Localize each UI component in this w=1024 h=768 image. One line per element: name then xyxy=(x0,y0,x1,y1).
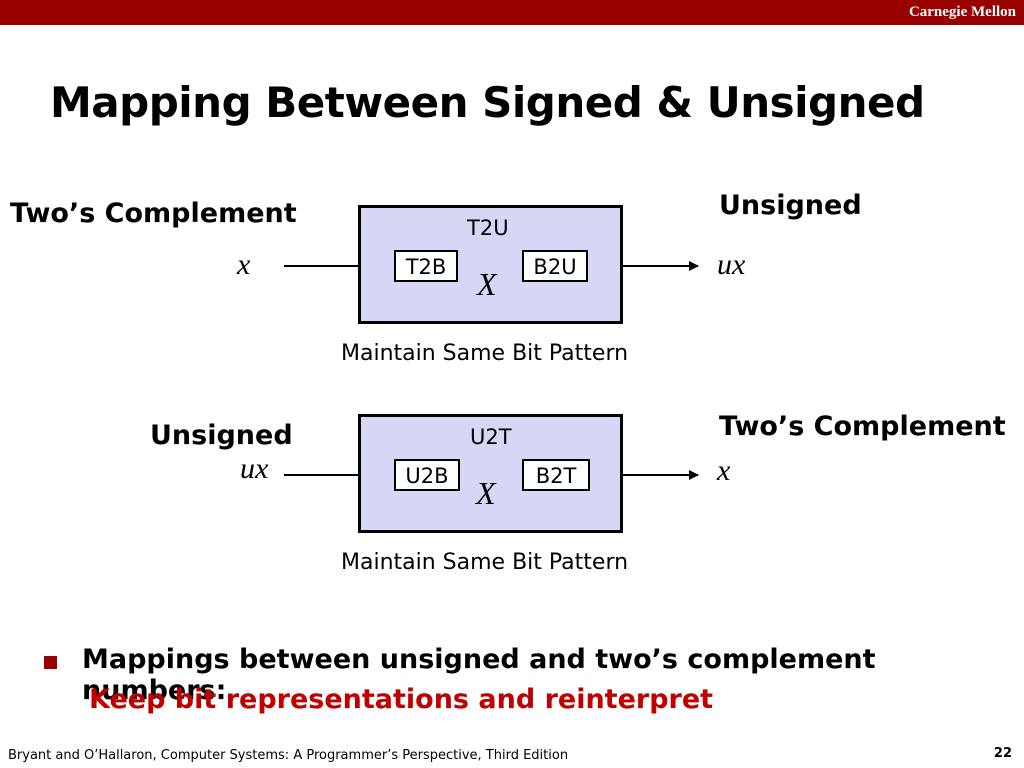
d1-right-var: ux xyxy=(717,248,746,281)
d2-caption: Maintain Same Bit Pattern xyxy=(341,550,629,575)
d2-right-var: x xyxy=(717,454,731,487)
bullet-marker xyxy=(44,656,57,669)
page-number: 22 xyxy=(993,746,1012,761)
d2-left-block: U2B xyxy=(394,459,460,491)
footer-citation: Bryant and O’Hallaron, Computer Systems:… xyxy=(8,748,569,763)
d1-left-label: Two’s Complement xyxy=(10,198,297,229)
header-bar: Carnegie Mellon xyxy=(0,0,1024,25)
d2-left-var: ux xyxy=(240,452,269,485)
d1-cross-symbol: X xyxy=(477,266,497,302)
d2-box-title: U2T xyxy=(470,425,512,449)
d2-cross-symbol: X xyxy=(476,475,496,511)
brand-text: Carnegie Mellon xyxy=(908,4,1016,20)
d2-left-label: Unsigned xyxy=(150,420,293,451)
bullet-text: Mappings between unsigned and two’s comp… xyxy=(82,644,876,706)
d1-box-title: T2U xyxy=(467,216,509,240)
d1-left-var: x xyxy=(237,248,251,281)
d2-right-block: B2T xyxy=(522,459,590,491)
d1-caption: Maintain Same Bit Pattern xyxy=(341,341,629,366)
d1-right-label: Unsigned xyxy=(719,190,862,221)
d1-left-block: T2B xyxy=(394,250,458,282)
d2-right-label: Two’s Complement xyxy=(719,411,1006,442)
bullet-highlight: Keep bit representations and reinterpret xyxy=(89,684,714,715)
slide-title: Mapping Between Signed & Unsigned xyxy=(50,78,925,127)
d1-right-block: B2U xyxy=(522,250,588,282)
